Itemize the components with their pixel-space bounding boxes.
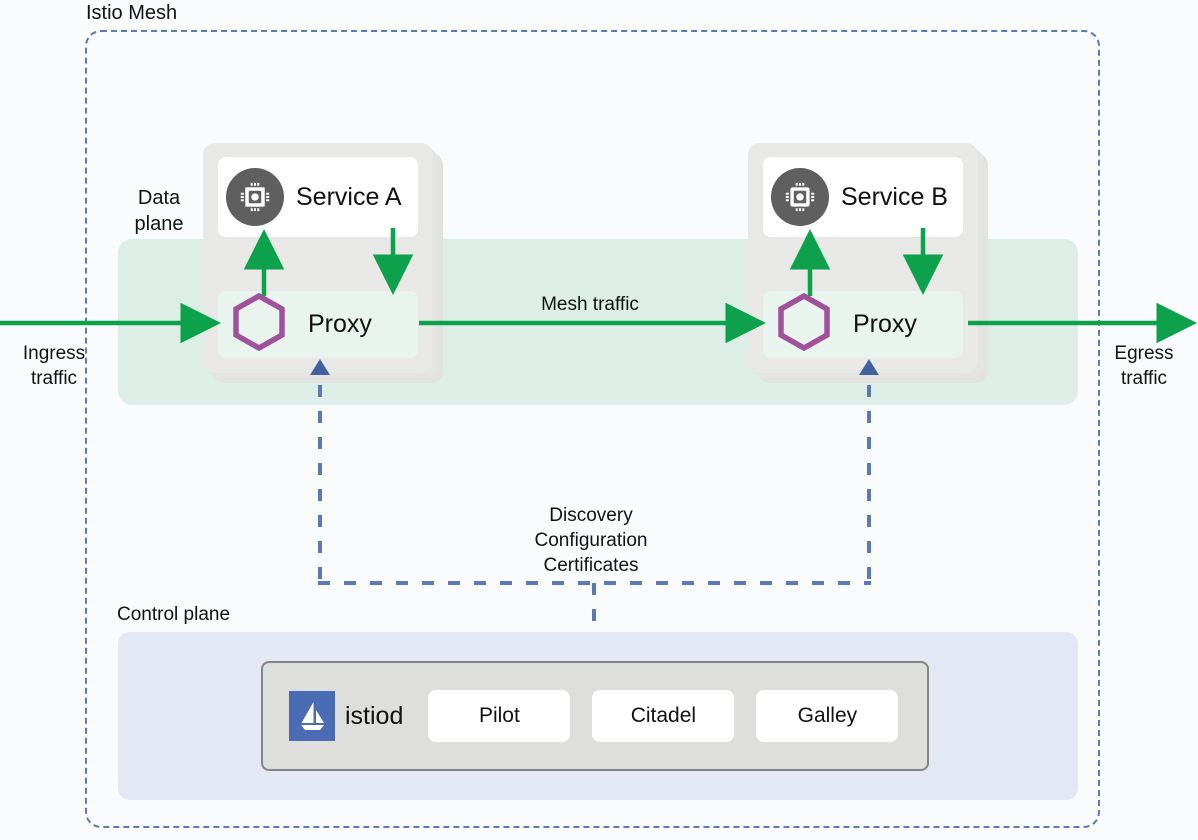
pod-service-b[interactable]: Service B Proxy xyxy=(748,143,988,383)
component-chip-citadel[interactable]: Citadel xyxy=(592,690,735,742)
istiod-box[interactable]: istiod Pilot Citadel Galley xyxy=(261,661,929,771)
hexagon-envoy-icon xyxy=(777,292,831,356)
istiod-brand: istiod xyxy=(289,691,403,741)
service-card[interactable]: Service A xyxy=(218,157,418,237)
pod-stack-layer-front: Service B Proxy xyxy=(748,143,978,373)
mesh-traffic-label: Mesh traffic xyxy=(541,294,639,315)
istio-sailboat-logo xyxy=(289,691,335,741)
cpu-chip-icon xyxy=(771,168,829,226)
control-plane-label: Control plane xyxy=(117,604,231,625)
pod-service-a[interactable]: Service A Proxy xyxy=(203,143,443,383)
proxy-name-label: Proxy xyxy=(308,310,372,338)
hexagon-envoy-icon xyxy=(232,292,286,356)
data-plane-label: Data plane xyxy=(134,187,184,235)
egress-traffic-label: Egress traffic xyxy=(1114,343,1174,389)
istio-mesh-label: Istio Mesh xyxy=(86,2,178,24)
istiod-name-label: istiod xyxy=(345,701,404,730)
proxy-card[interactable]: Proxy xyxy=(218,291,418,358)
proxy-name-label: Proxy xyxy=(853,310,917,338)
service-card[interactable]: Service B xyxy=(763,157,963,237)
service-name-label: Service A xyxy=(296,182,402,211)
service-name-label: Service B xyxy=(841,182,948,211)
proxy-card[interactable]: Proxy xyxy=(763,291,963,358)
istio-mesh-boundary xyxy=(85,30,1100,828)
component-chip-pilot[interactable]: Pilot xyxy=(428,690,571,742)
pod-stack-layer-front: Service A Proxy xyxy=(203,143,433,373)
discovery-configuration-certificates-label: Discovery Configuration Certificates xyxy=(534,505,648,576)
cpu-chip-icon xyxy=(226,168,284,226)
component-chip-galley[interactable]: Galley xyxy=(756,690,899,742)
ingress-traffic-label: Ingress traffic xyxy=(22,343,86,389)
